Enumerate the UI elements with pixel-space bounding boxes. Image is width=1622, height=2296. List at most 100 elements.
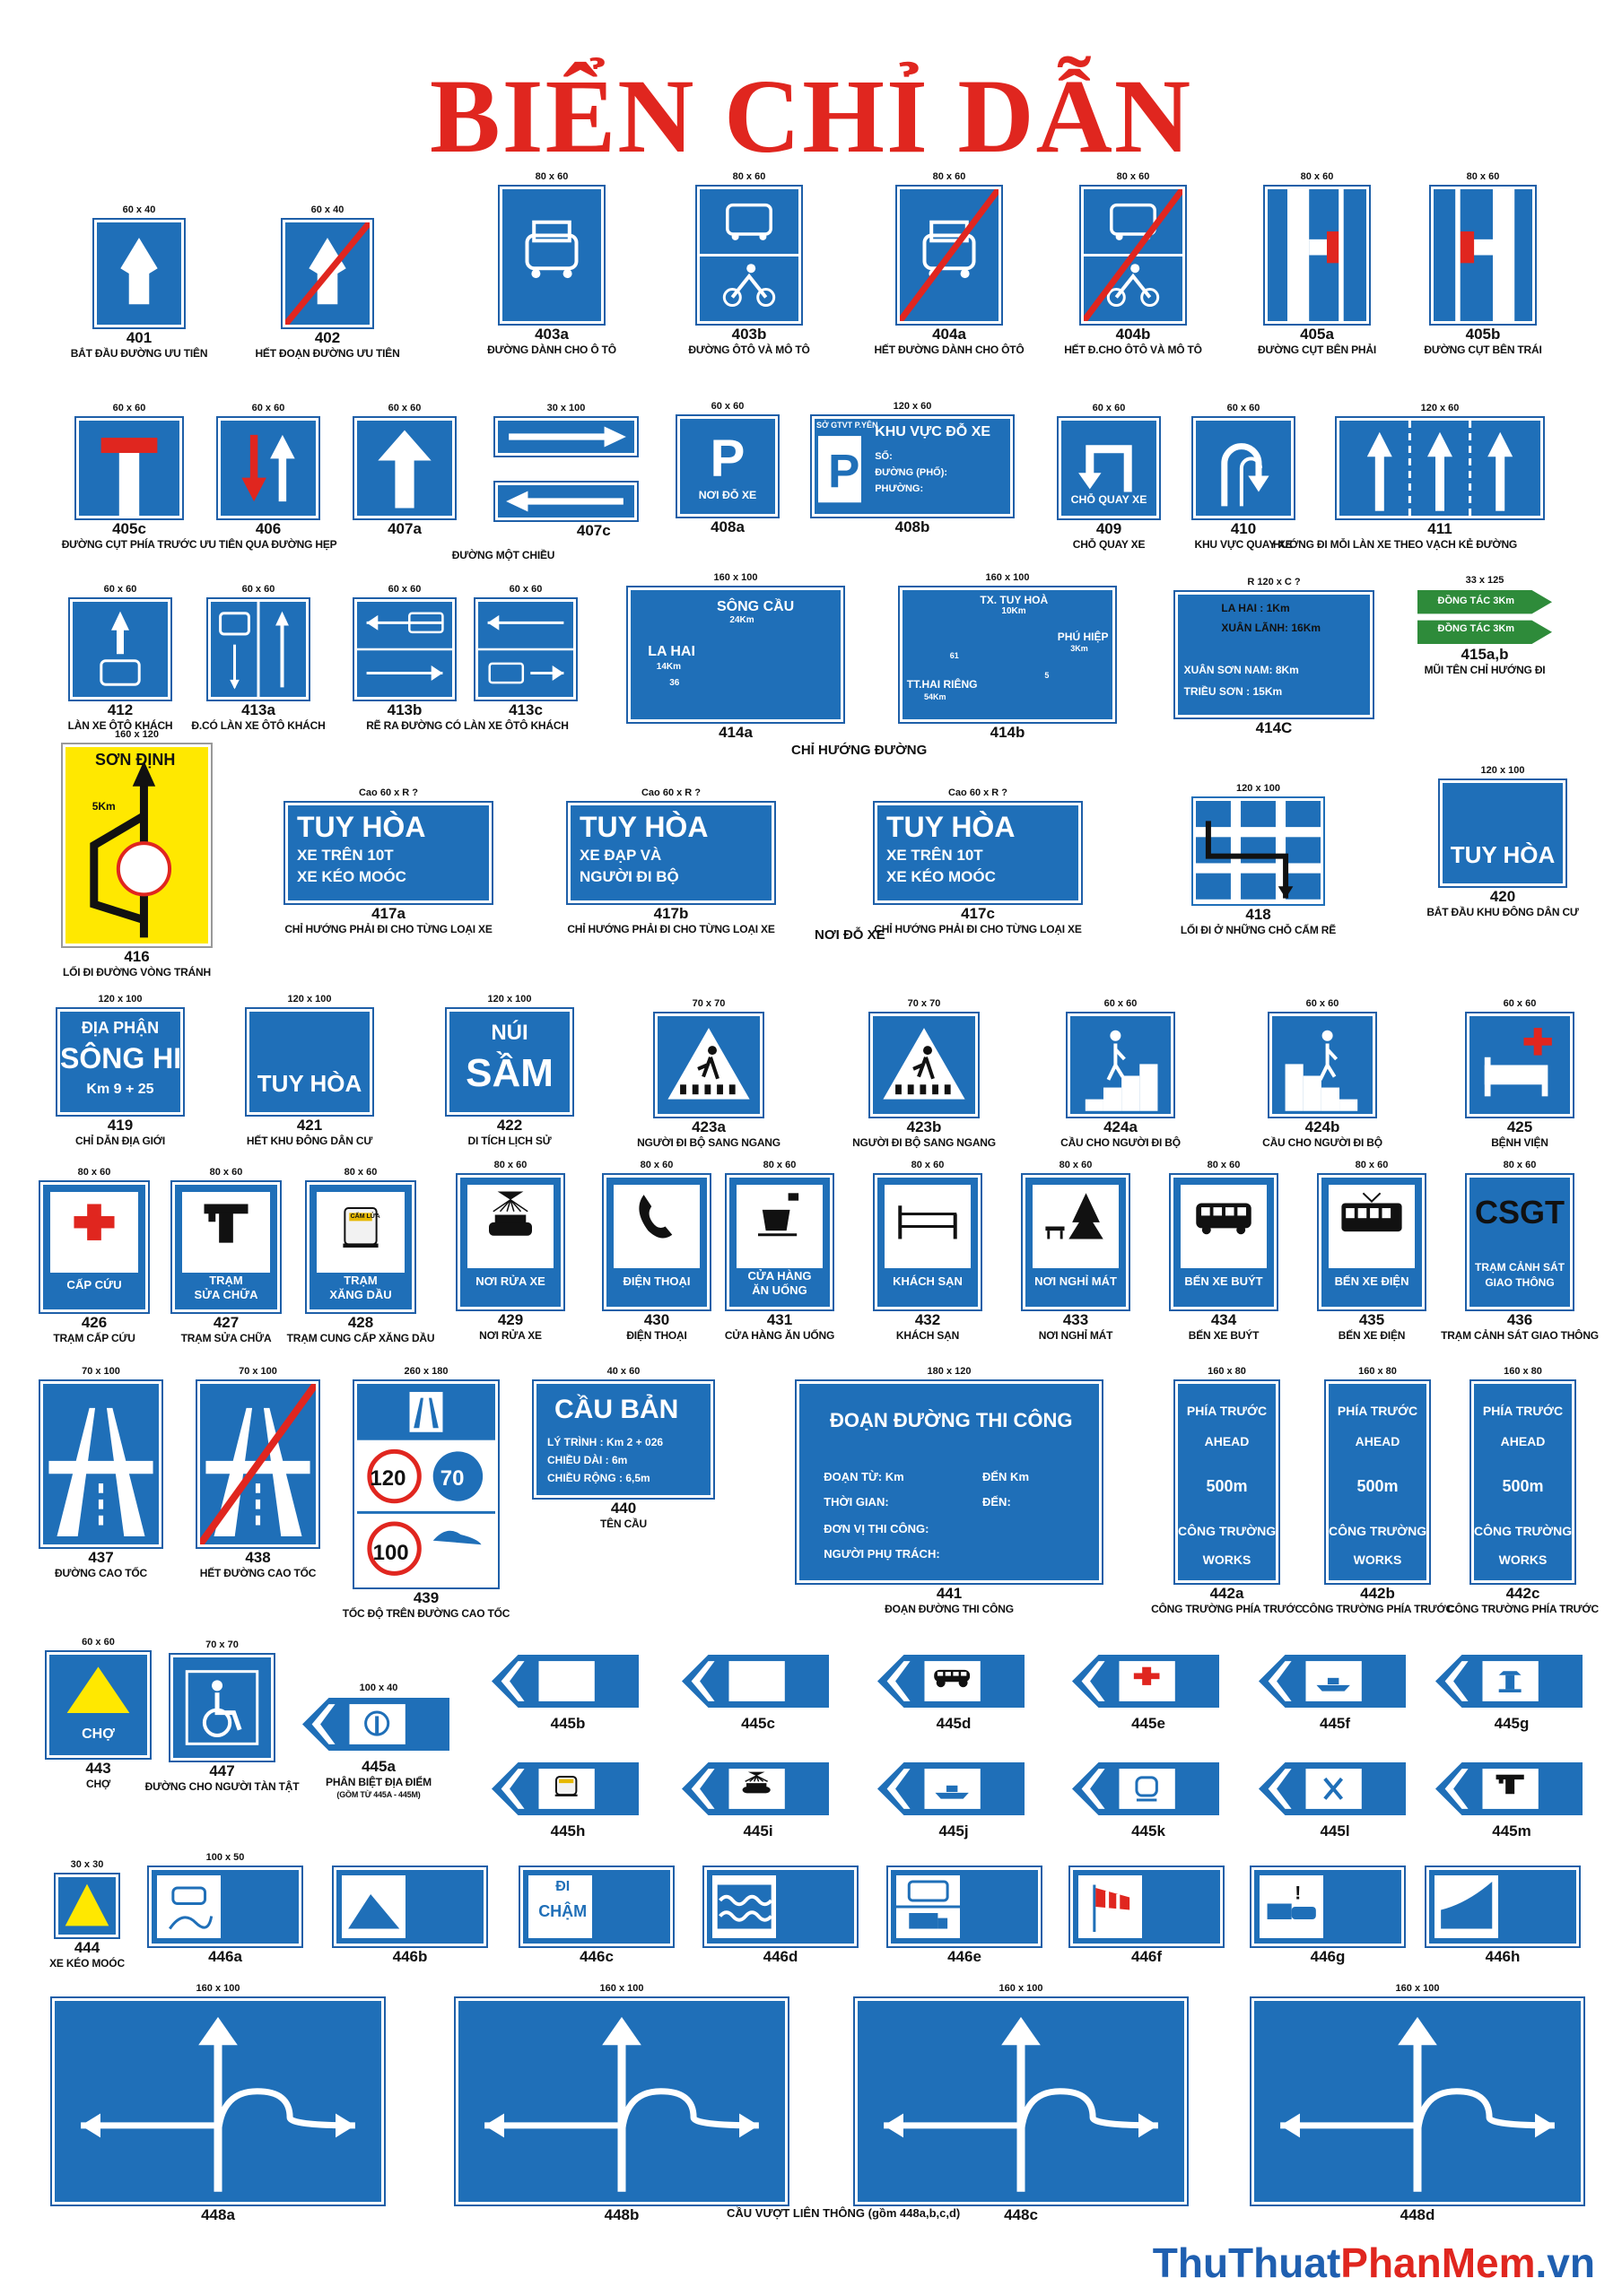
sign-size: 120 x 60 [1420,403,1460,413]
sign-line: XE TRÊN 10T [297,847,394,864]
sign-caption: ĐƯỜNG CỤT BÊN TRÁI [1424,344,1542,356]
sign-size: 60 x 60 [1503,998,1537,1009]
one-way-right-icon [509,426,626,448]
first-aid-icon [74,1204,115,1240]
sign-face [54,1873,120,1939]
sign-number: 414C [1255,719,1293,736]
watermark-part-3: .vn [1535,2239,1595,2286]
sign-number: 408a [711,518,745,535]
sign-line: TRẠM [209,1273,243,1287]
sign-line: TRẠM CẢNH SÁT [1475,1261,1565,1274]
sign-number: 427 [213,1314,240,1331]
sign-caption: ƯU TIÊN QUA ĐƯỜNG HẸP [199,538,337,551]
sign-caption: CÔNG TRƯỜNG PHÍA TRƯỚC [1447,1603,1599,1615]
market-icon [66,1666,130,1713]
sign-number: 410 [1230,520,1257,537]
sign-line: ĐỒNG TÁC 3Km [1437,623,1515,635]
sign-number: 408b [894,518,930,535]
slippery-road-icon [169,1886,214,1930]
sign-size: 160 x 80 [1208,1366,1246,1377]
sign-face: NƠI NGHỈ MÁT [1021,1173,1130,1311]
sign-line: CỬA HÀNG [747,1269,812,1283]
footbridge-down-icon [1285,1030,1358,1111]
sign-size: 160 x 100 [985,572,1030,583]
sign-number: 403b [731,326,767,343]
sign-face [653,1012,764,1118]
sign-size: 80 x 60 [1207,1160,1241,1170]
sign-number: 425 [1506,1118,1533,1135]
fuel-icon [555,1776,579,1797]
sign-line: TRẠM [344,1273,378,1287]
sign-445b: 445b [492,1655,644,1732]
bus-truck-icon [896,1880,961,1929]
end-highway-icon [200,1384,316,1544]
sign-number: 445g [1494,1715,1530,1732]
sign-face [1250,1996,1585,2206]
sign-line: TUY HÒA [886,811,1016,843]
sign-size: R 120 x C ? [1247,577,1301,587]
sign-size: 100 x 40 [359,1683,398,1693]
trailer-icon [65,1883,109,1926]
sign-445i: 445i [682,1762,834,1839]
sign-line: TT.HAI RIÊNG [906,677,978,691]
sign-caption: CẦU CHO NGƯỜI ĐI BỘ [1060,1136,1181,1149]
sign-line: 36 [669,677,680,688]
sign-445h: 445h [492,1762,644,1839]
train-icon [1135,1776,1159,1802]
sign-caption: CỬA HÀNG ĂN UỐNG [724,1329,835,1342]
sign-size: 80 x 60 [1116,171,1150,182]
sign-face: TUY HÒA [1438,778,1567,888]
one-way-arrow-icon [378,430,432,509]
slope-icon [348,1894,400,1929]
sign-text: CHỖ QUAY XE [1070,492,1147,506]
sign-white-panel [528,1875,593,1938]
svg-text:P: P [711,430,746,488]
sign-line: 61 [949,650,959,660]
sign-face [206,597,310,701]
dead-end-ahead-icon [100,438,158,516]
sign-face [702,1866,859,1948]
sign-number: 448c [1004,2206,1038,2223]
sign-size: 60 x 60 [1305,998,1339,1009]
sign-size: 160 x 80 [1358,1366,1397,1377]
sign-face [68,597,172,701]
sign-number: 446e [947,1948,981,1965]
sign-number: 404b [1115,326,1151,343]
sign-size: 70 x 70 [907,998,941,1009]
sign-line: CẤM LỬA [350,1213,380,1220]
sign-number: 446b [392,1948,428,1965]
sign-line: XUÂN LÃNH: 16Km [1221,622,1321,634]
end-priority-road-icon [285,222,370,325]
sign-number: 441 [936,1585,963,1602]
sign-line: WORKS [1498,1552,1548,1567]
sign-size: 160 x 120 [115,729,159,740]
sign-face [454,1996,789,2206]
sign-number: 406 [255,520,282,537]
sign-face [1435,1762,1588,1821]
sign-face [353,416,457,520]
sign-size: 80 x 60 [732,171,766,182]
sign-number: 414b [990,724,1025,741]
highway-speed-icon [357,1384,495,1576]
sign-caption: CHỈ HƯỚNG PHẢI ĐI CHO TỪNG LOẠI XE [567,923,775,935]
sign-number: 445f [1319,1715,1351,1732]
interchange-icon [1280,2016,1555,2192]
sign-face: TUY HÒA [245,1007,374,1117]
